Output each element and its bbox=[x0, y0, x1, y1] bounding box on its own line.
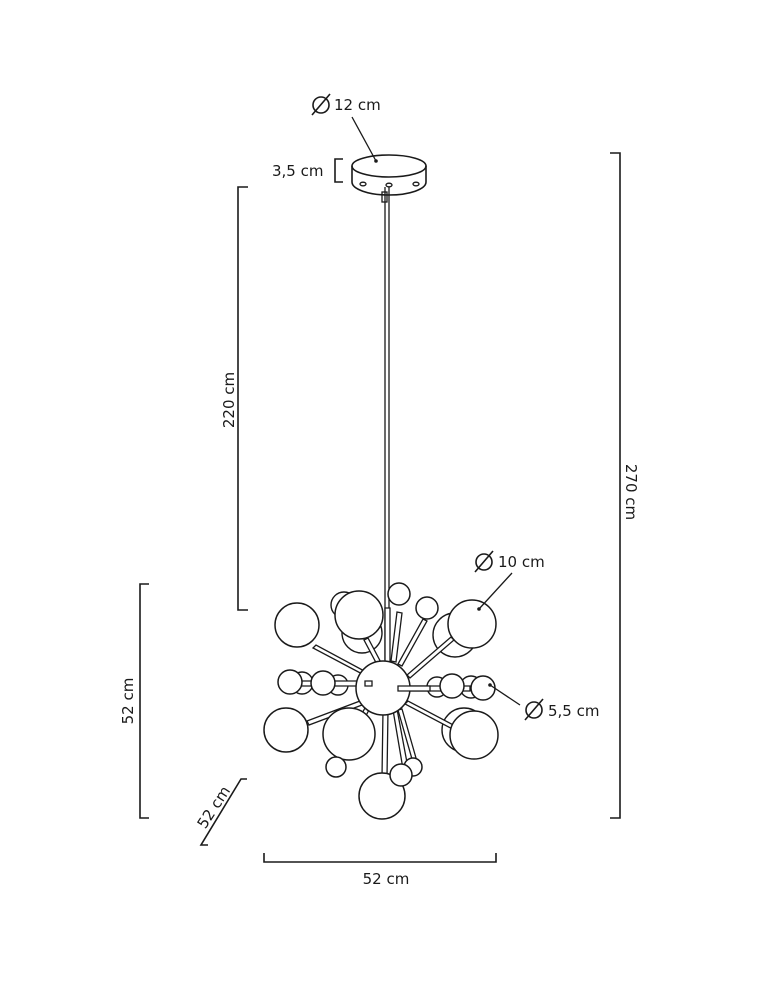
fixture-height-label: 52 cm bbox=[119, 678, 137, 725]
fixture-width-dimension: 52 cm bbox=[263, 853, 497, 888]
fixture-depth-dimension: 52 cm bbox=[194, 778, 247, 846]
large-globe bbox=[449, 710, 499, 760]
large-globe bbox=[263, 707, 309, 753]
lamp-fixture bbox=[263, 582, 499, 820]
large-globe-annotation: 10 cm bbox=[474, 550, 545, 611]
small-globe bbox=[325, 756, 347, 778]
canopy-diameter-annotation: 12 cm bbox=[311, 93, 381, 163]
large-globe bbox=[322, 707, 376, 761]
leader-dot bbox=[374, 159, 378, 163]
large-globe bbox=[334, 590, 384, 640]
cable-length-label: 220 cm bbox=[220, 372, 238, 428]
small-globe bbox=[277, 669, 303, 695]
suspension-rod bbox=[384, 187, 390, 660]
small-globe bbox=[389, 763, 413, 787]
small-globe-diameter-label: 5,5 cm bbox=[548, 702, 599, 720]
leader-line bbox=[351, 116, 377, 162]
large-globe bbox=[358, 772, 406, 820]
large-globe-diameter-label: 10 cm bbox=[498, 553, 545, 571]
fixture-height-dimension: 52 cm bbox=[119, 583, 149, 819]
front-globes bbox=[263, 582, 499, 820]
leader-line bbox=[489, 684, 521, 706]
small-globe bbox=[470, 675, 496, 701]
total-height-dimension: 270 cm bbox=[610, 152, 640, 819]
cable-length-dimension: 220 cm bbox=[220, 186, 248, 611]
canopy-height-annotation: 3,5 cm bbox=[272, 158, 343, 183]
large-globe bbox=[274, 602, 320, 648]
canopy-height-label: 3,5 cm bbox=[272, 162, 323, 180]
small-globe bbox=[310, 670, 336, 696]
small-globe bbox=[415, 596, 439, 620]
total-height-label: 270 cm bbox=[622, 464, 640, 520]
diameter-symbol-icon bbox=[524, 698, 544, 721]
small-globe bbox=[387, 582, 411, 606]
canopy-diameter-label: 12 cm bbox=[334, 96, 381, 114]
diameter-symbol-icon bbox=[311, 93, 331, 116]
fixture-width-label: 52 cm bbox=[363, 870, 410, 888]
leader-line bbox=[478, 572, 513, 610]
small-globe bbox=[439, 673, 465, 699]
small-globe-annotation: 5,5 cm bbox=[488, 683, 599, 721]
large-globe bbox=[447, 599, 497, 649]
canopy-height-bracket bbox=[334, 158, 343, 183]
diameter-symbol-icon bbox=[474, 550, 494, 573]
